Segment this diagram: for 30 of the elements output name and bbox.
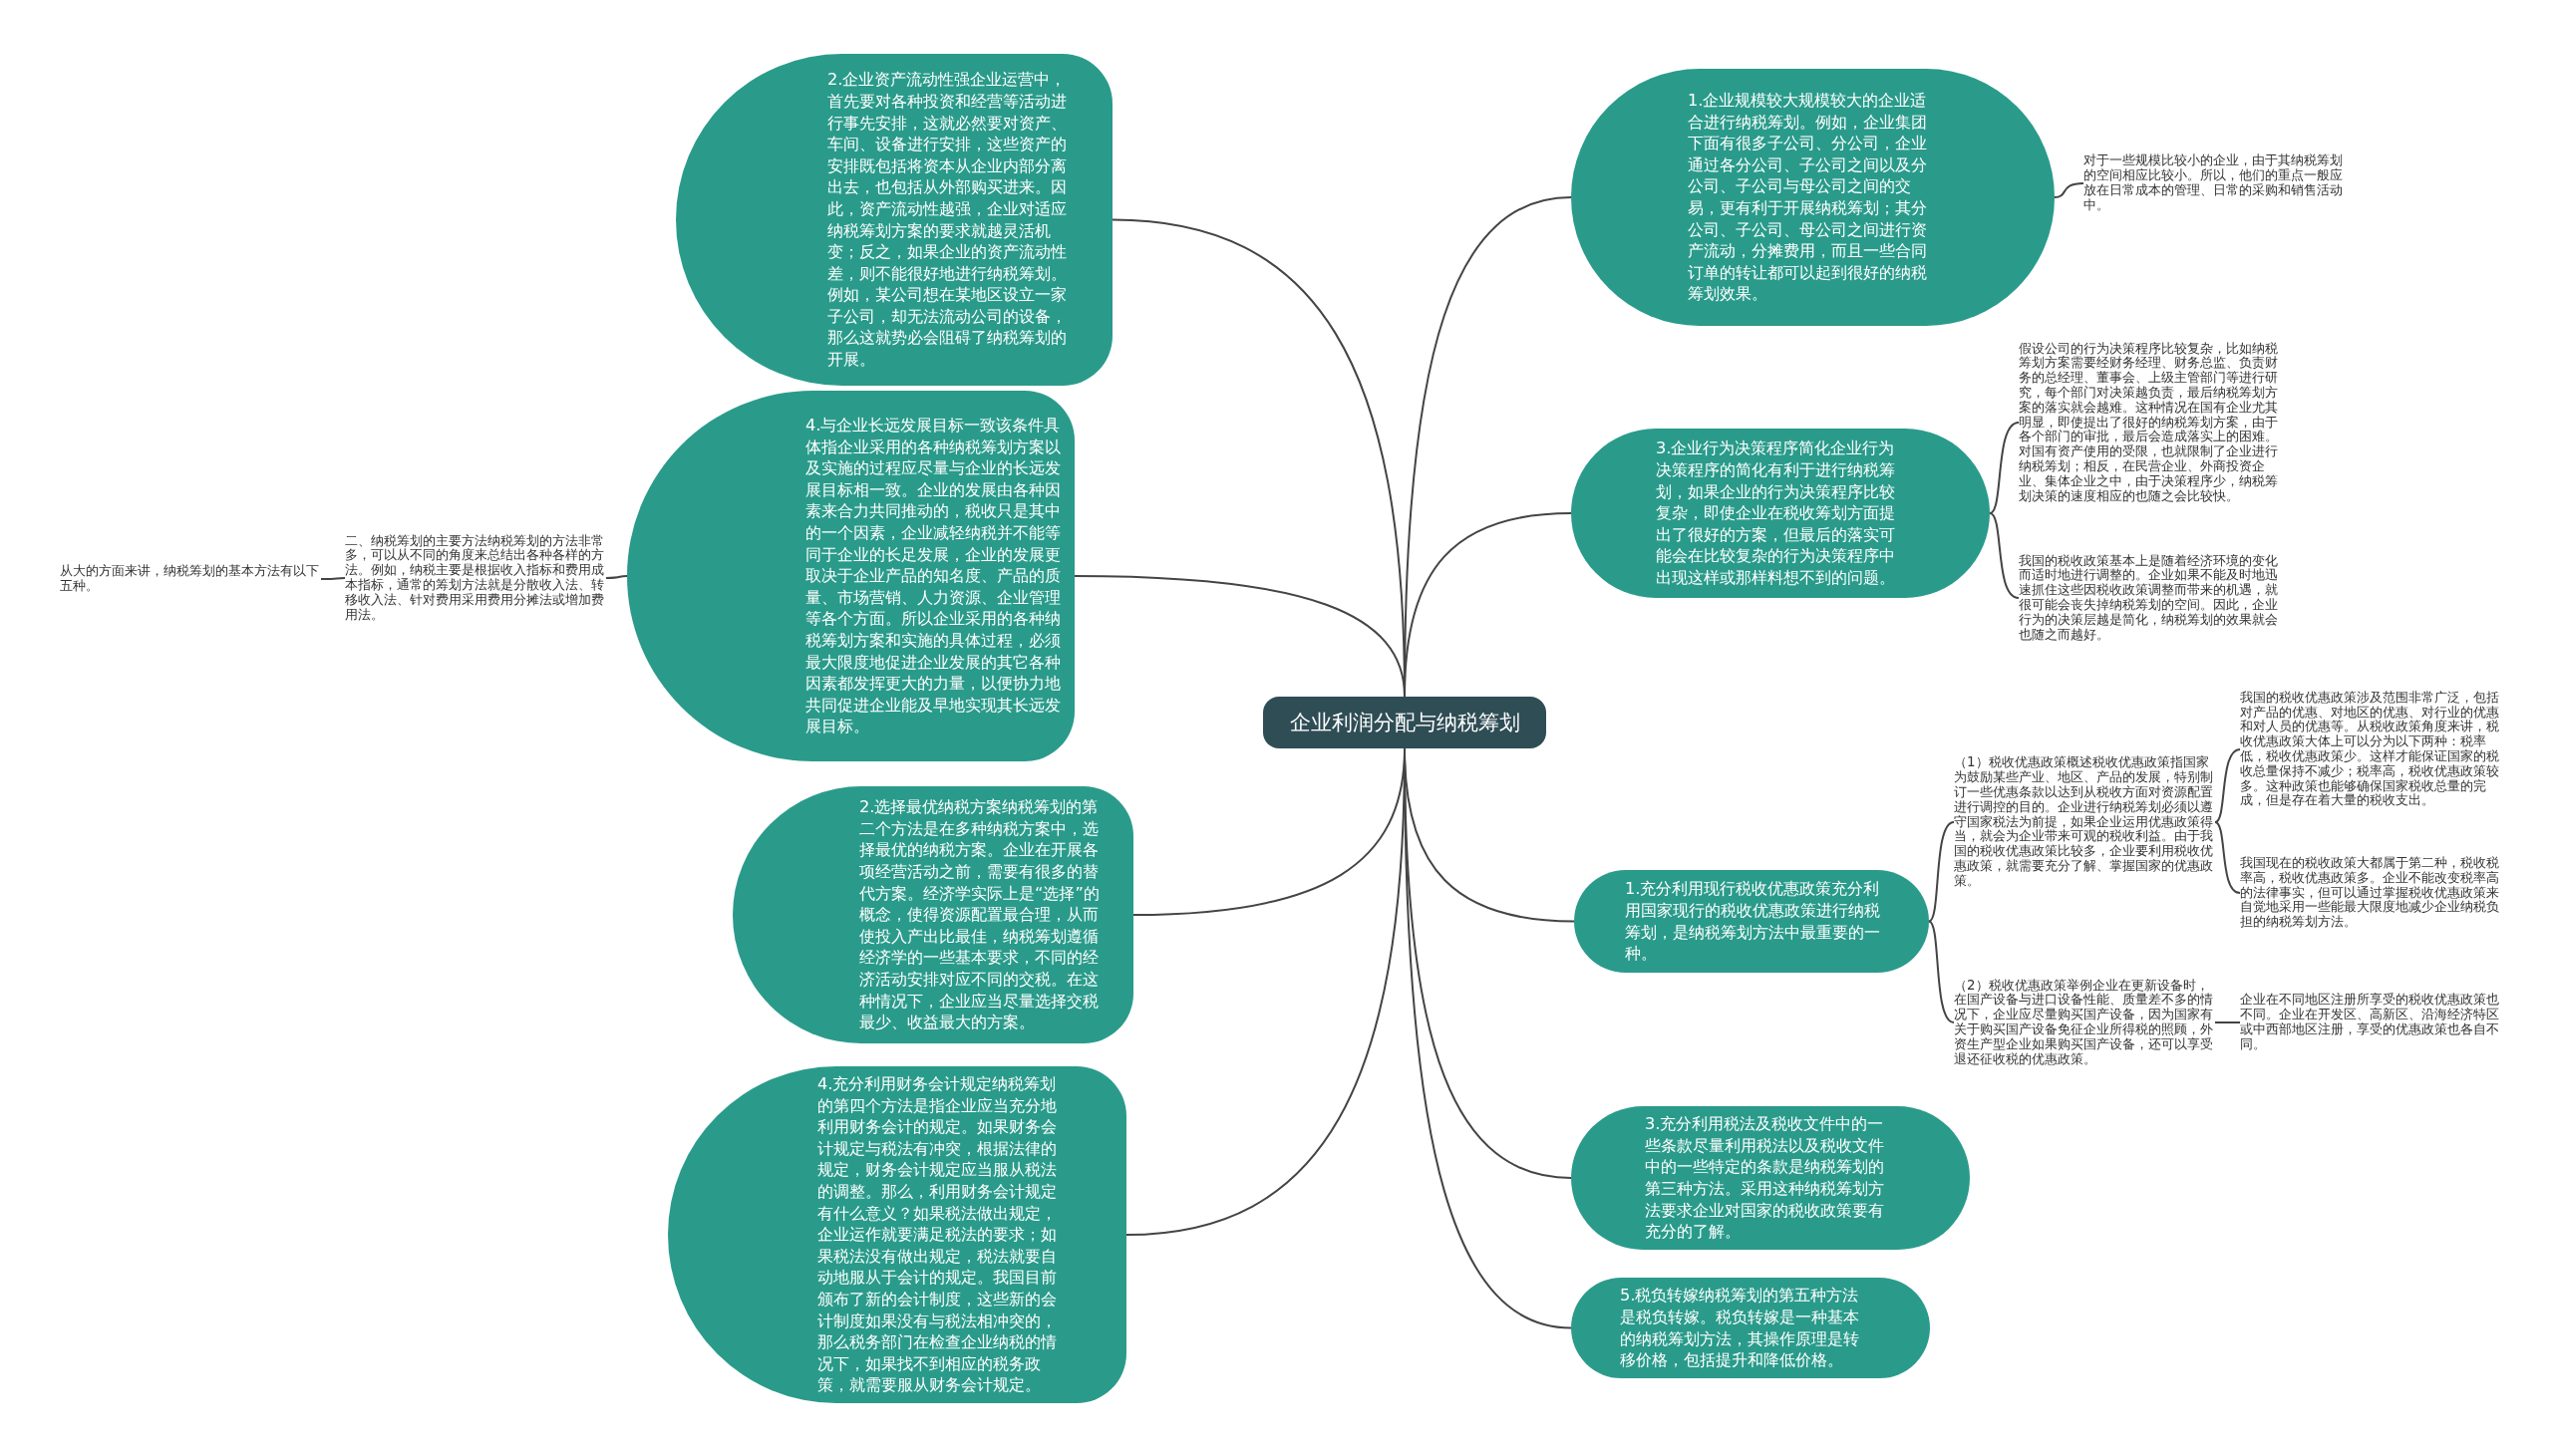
branch-bubble: 5.税负转嫁纳税筹划的第五种方法是税负转嫁。税负转嫁是一种基本的纳税筹划方法，其操作原理是转移价格，包括提升和降低价格。: [1571, 1278, 1930, 1378]
connector-line: [2214, 1021, 2241, 1023]
topic-box: 企业利润分配与纳税筹划: [1263, 697, 1546, 748]
note-text: 我国现在的税收政策大都属于第二种，税收税率高，税收优惠政策多。企业不能改变税率高的法律事实，但可以通过掌握税收优惠政策来自觉地采用一些能最大限度地减少企业纳税负担的纳税筹划方法。: [2240, 849, 2501, 937]
note-text: 企业在不同地区注册所享受的税收优惠政策也不同。企业在开发区、高新区、沿海经济特区或中西部地区注册，享受的优惠政策也各自不同。: [2240, 988, 2501, 1057]
note-text: 假设公司的行为决策程序比较复杂，比如纳税筹划方案需要经财务经理、财务总监、负责财务的总经理、董事会、上级主管部门等进行研究，每个部门对决策越负责，最后纳税筹划方案的落实就会越难。这种情况在国有企业尤其明显，即使提出了很好的纳税筹划方案，由于各个部门的审批，最后会造成落实上的困难。对国有资产使用的受限，也就限制了企业进行纳税筹划；相反，在民营企业、外商投资企业、集体企业之中，由于决策程序少，纳税筹划决策的速度相应的也随之会比较快。: [2019, 332, 2280, 513]
branch-bubble: 1.企业规模较大规模较大的企业适合进行纳税筹划。例如，企业集团下面有很多子公司、分公司，企业通过各分公司、子公司之间以及分公司、子公司与母公司之间的交易，更有利于开展纳税筹划；其分公司、子公司、母公司之间进行资产流动，分摊费用，而且一些合同订单的转让都可以起到很好的纳税筹划效果。: [1571, 69, 2055, 326]
connector-line: [605, 575, 628, 579]
branch-bubble: 3.企业行为决策程序简化企业行为决策程序的简化有利于进行纳税筹划，如果企业的行为决策程序比较复杂，即使企业在税收筹划方面提出了很好的方案，但最后的落实可能会在比较复杂的行为决策程序中出现这样或那样料想不到的问题。: [1571, 429, 1990, 598]
connector-line: [1928, 920, 1955, 1023]
branch-bubble: 2.企业资产流动性强企业运营中，首先要对各种投资和经营等活动进行事先安排，这就必然要对资产、车间、设备进行安排，这些资产的安排既包括将资本从企业内部分离出去，也包括从外部购买进来。因此，资产流动性越强，企业对适应纳税筹划方案的要求就越灵活机变；反之，如果企业的资产流动性差，则不能很好地进行纳税筹划。例如，某公司想在某地区设立一家子公司，却无法流动公司的设备，那么这就势必会阻碍了纳税筹划的开展。: [676, 54, 1113, 386]
branch-bubble: 4.与企业长远发展目标一致该条件具体指企业采用的各种纳税筹划方案以及实施的过程应尽量与企业的长远发展目标相一致。企业的发展由各种因素来合力共同推动的，税收只是其中的一个因素，企业减轻纳税并不能等同于企业的长足发展，企业的发展更取决于企业产品的知名度、产品的质量、市场营销、人力资源、企业管理等各个方面。所以企业采用的各种纳税筹划方案和实施的具体过程，必须最大限度地促进企业发展的其它各种因素都发挥更大的力量，以便协力地共同促进企业能及早地实现其长远发展目标。: [627, 391, 1075, 761]
branch-bubble: 2.选择最优纳税方案纳税筹划的第二个方法是在多种纳税方案中，选择最优的纳税方案。企业在开展各项经营活动之前，需要有很多的替代方案。经济学实际上是“选择”的概念，使得资源配置最合理，从而使投入产出比最佳，纳税筹划遵循经济学的一些基本要求，不同的经济活动安排对应不同的交税。在这种情况下，企业应当尽量选择交税最少、收益最大的方案。: [733, 786, 1133, 1043]
note-text: 我国的税收政策基本上是随着经济环境的变化而适时地进行调整的。企业如果不能及时地迅速抓住这些因税收政策调整而带来的机遇，就很可能会丧失掉纳税筹划的空间。因此，企业行为的决策层越是简化，纳税筹划的效果就会也随之而越好。: [2019, 546, 2280, 650]
connector-line: [2054, 182, 2084, 198]
note-text: 我国的税收优惠政策涉及范围非常广泛，包括对产品的优惠、对地区的优惠、对行业的优惠和对人员的优惠等。从税收政策角度来讲，税收优惠政策大体上可以分为以下两种：税率低，税收优惠政策少。这样才能保证国家的税收总量保持不减少；税率高，税收优惠政策较多。这种政策也能够确保国家税收总量的完成，但是存在着大量的税收支出。: [2240, 682, 2501, 817]
branch-bubble: 4.充分利用财务会计规定纳税筹划的第四个方法是指企业应当充分地利用财务会计的规定。如果财务会计规定与税法有冲突，根据法律的规定，财务会计规定应当服从税法的调整。那么，利用财务会计规定有什么意义？如果税法做出规定，企业运作就要满足税法的要求；如果税法没有做出规定，税法就要自动地服从于会计的规定。我国目前颁布了新的会计制度，这些新的会计制度如果没有与税法相冲突的，那么税务部门在检查企业纳税的情况下，如果找不到相应的税务政策，就需要服从财务会计规定。: [668, 1066, 1126, 1403]
connector-line: [2214, 821, 2241, 894]
note-text: 从大的方面来讲，纳税筹划的基本方法有以下五种。: [60, 561, 321, 597]
connector-line: [1989, 512, 2020, 599]
connector-line: [1989, 422, 2020, 514]
branch-bubble: 3.充分利用税法及税收文件中的一些条款尽量利用税法以及税收文件中的一些特定的条款是纳税筹划的第三种方法。采用这种纳税筹划方法要求企业对国家的税收政策要有充分的了解。: [1571, 1106, 1970, 1250]
note-text: 对于一些规模比较小的企业，由于其纳税筹划的空间相应比较小。所以，他们的重点一般应放在日常成本的管理、日常的采购和销售活动中。: [2083, 149, 2347, 217]
connector-line: [1928, 821, 1955, 923]
note-text: 二、纳税筹划的主要方法纳税筹划的方法非常多，可以从不同的角度来总结出各种各样的方法。例如，纳税主要是根据收入指标和费用成本指标，通常的筹划方法就是分散收入法、转移收入法、针对费用采用费用分摊法或增加费用法。: [345, 528, 606, 628]
note-text: （1）税收优惠政策概述税收优惠政策指国家为鼓励某些产业、地区、产品的发展，特别制订一些优惠条款以达到从税收方面对资源配置进行调控的目的。企业进行纳税筹划必须以遵守国家税法为前提，如果企业运用优惠政策得当，就会为企业带来可观的税收利益。由于我国的税收优惠政策比较多，企业要利用税收优惠政策，就需要充分了解、掌握国家的优惠政策。: [1954, 746, 2215, 898]
note-text: （2）税收优惠政策举例企业在更新设备时，在国产设备与进口设备性能、质量差不多的情况下，企业应尽量购买国产设备，因为国家有关于购买国产设备免征企业所得税的照顾，外资生产型企业如果购买国产设备，还可以享受退还征收税的优惠政策。: [1954, 971, 2215, 1074]
branch-bubble: 1.充分利用现行税收优惠政策充分利用国家现行的税收优惠政策进行纳税筹划，是纳税筹划方法中最重要的一种。: [1574, 870, 1929, 973]
connector-line: [320, 577, 346, 580]
connector-line: [2214, 748, 2241, 823]
